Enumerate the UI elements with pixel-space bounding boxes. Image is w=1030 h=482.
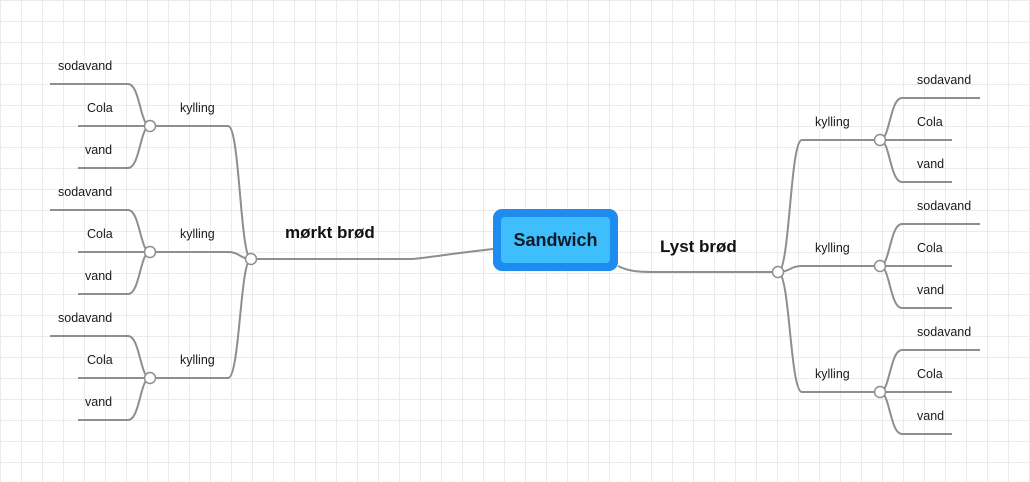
- leaf-topic[interactable]: sodavand: [58, 59, 112, 73]
- sub-branch-label[interactable]: kylling: [180, 227, 215, 241]
- root-topic[interactable]: Sandwich: [493, 209, 618, 271]
- collapse-toggle-knob[interactable]: [143, 119, 157, 133]
- connector-root-to-left-branch: [251, 248, 494, 260]
- leaf-topic[interactable]: sodavand: [58, 311, 112, 325]
- connector-left-1: [150, 251, 252, 260]
- connector-left-2: [150, 258, 252, 379]
- leaf-topic[interactable]: Cola: [87, 353, 113, 367]
- connector-right-2: [777, 271, 880, 393]
- leaf-topic[interactable]: sodavand: [917, 199, 971, 213]
- collapse-toggle-knob[interactable]: [143, 371, 157, 385]
- leaf-topic[interactable]: Cola: [917, 115, 943, 129]
- leaf-topic[interactable]: vand: [85, 143, 112, 157]
- sub-branch-label[interactable]: kylling: [815, 367, 850, 381]
- connector-right-1: [777, 265, 880, 273]
- collapse-toggle-knob[interactable]: [873, 133, 887, 147]
- leaf-topic[interactable]: Cola: [87, 227, 113, 241]
- leaf-topic[interactable]: vand: [917, 157, 944, 171]
- collapse-toggle-knob[interactable]: [873, 385, 887, 399]
- leaf-topic[interactable]: Cola: [917, 241, 943, 255]
- sub-branch-label[interactable]: kylling: [180, 353, 215, 367]
- collapse-toggle-knob[interactable]: [143, 245, 157, 259]
- collapse-toggle-knob[interactable]: [771, 265, 785, 279]
- leaf-topic[interactable]: vand: [85, 269, 112, 283]
- collapse-toggle-knob[interactable]: [873, 259, 887, 273]
- collapse-toggle-knob[interactable]: [244, 252, 258, 266]
- sub-branch-label[interactable]: kylling: [815, 115, 850, 129]
- connector-left-0: [150, 125, 252, 260]
- main-branch-right[interactable]: Lyst brød: [660, 237, 737, 256]
- leaf-topic[interactable]: sodavand: [917, 325, 971, 339]
- leaf-topic[interactable]: vand: [917, 409, 944, 423]
- leaf-topic[interactable]: Cola: [917, 367, 943, 381]
- sub-branch-label[interactable]: kylling: [815, 241, 850, 255]
- leaf-topic[interactable]: sodavand: [58, 185, 112, 199]
- root-topic-label: Sandwich: [501, 217, 610, 263]
- leaf-topic[interactable]: sodavand: [917, 73, 971, 87]
- leaf-topic[interactable]: vand: [917, 283, 944, 297]
- leaf-topic[interactable]: vand: [85, 395, 112, 409]
- sub-branch-label[interactable]: kylling: [180, 101, 215, 115]
- main-branch-left[interactable]: mørkt brød: [285, 223, 375, 242]
- leaf-topic[interactable]: Cola: [87, 101, 113, 115]
- connector-root-to-right-branch: [617, 265, 778, 273]
- connector-right-0: [777, 139, 880, 273]
